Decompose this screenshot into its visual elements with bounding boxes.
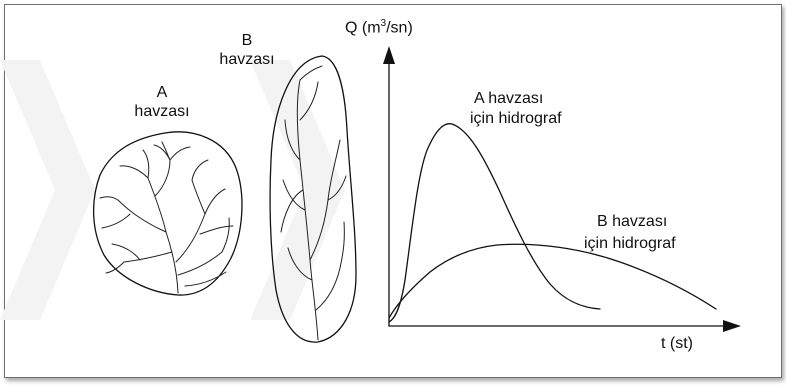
basin-a-word: havzası xyxy=(134,103,190,120)
hydrograph-b-label-line1: B havzası xyxy=(597,213,668,230)
basin-b-drawing xyxy=(269,55,357,343)
y-axis-label-superscript: 3 xyxy=(380,18,387,29)
x-axis-label: t (st) xyxy=(661,335,693,352)
hydrograph-a-label-line1: A havzası xyxy=(474,90,544,107)
basin-a-streams xyxy=(99,141,234,294)
hydrograph-b-label-line2: için hidrograf xyxy=(584,235,676,252)
hydrograph-a-label-line2: için hidrograf xyxy=(470,110,562,127)
basin-b-word: havzası xyxy=(219,51,275,68)
hydrograph-axes xyxy=(383,46,741,332)
x-axis-arrow xyxy=(723,320,741,332)
basin-a-drawing xyxy=(92,131,243,296)
hydrograph-b-curve xyxy=(388,243,717,319)
basin-a-label: A havzası xyxy=(134,83,189,121)
basin-b-label: B havzası xyxy=(219,31,274,69)
basin-a-outline xyxy=(92,131,243,296)
hydrograph-a-curve xyxy=(388,123,601,323)
y-axis-label: Q (m3/sn) xyxy=(345,18,413,37)
basin-b-streams xyxy=(280,65,347,341)
basin-b-name: B xyxy=(241,32,253,49)
basin-b-outline xyxy=(269,55,357,343)
y-axis-arrow xyxy=(383,46,395,64)
hydrograph-b-label: B havzası için hidrograf xyxy=(584,211,676,255)
hydrograph-a-label: A havzası için hidrograf xyxy=(470,89,562,129)
basin-a-name: A xyxy=(156,84,168,101)
figure-frame xyxy=(4,4,782,378)
